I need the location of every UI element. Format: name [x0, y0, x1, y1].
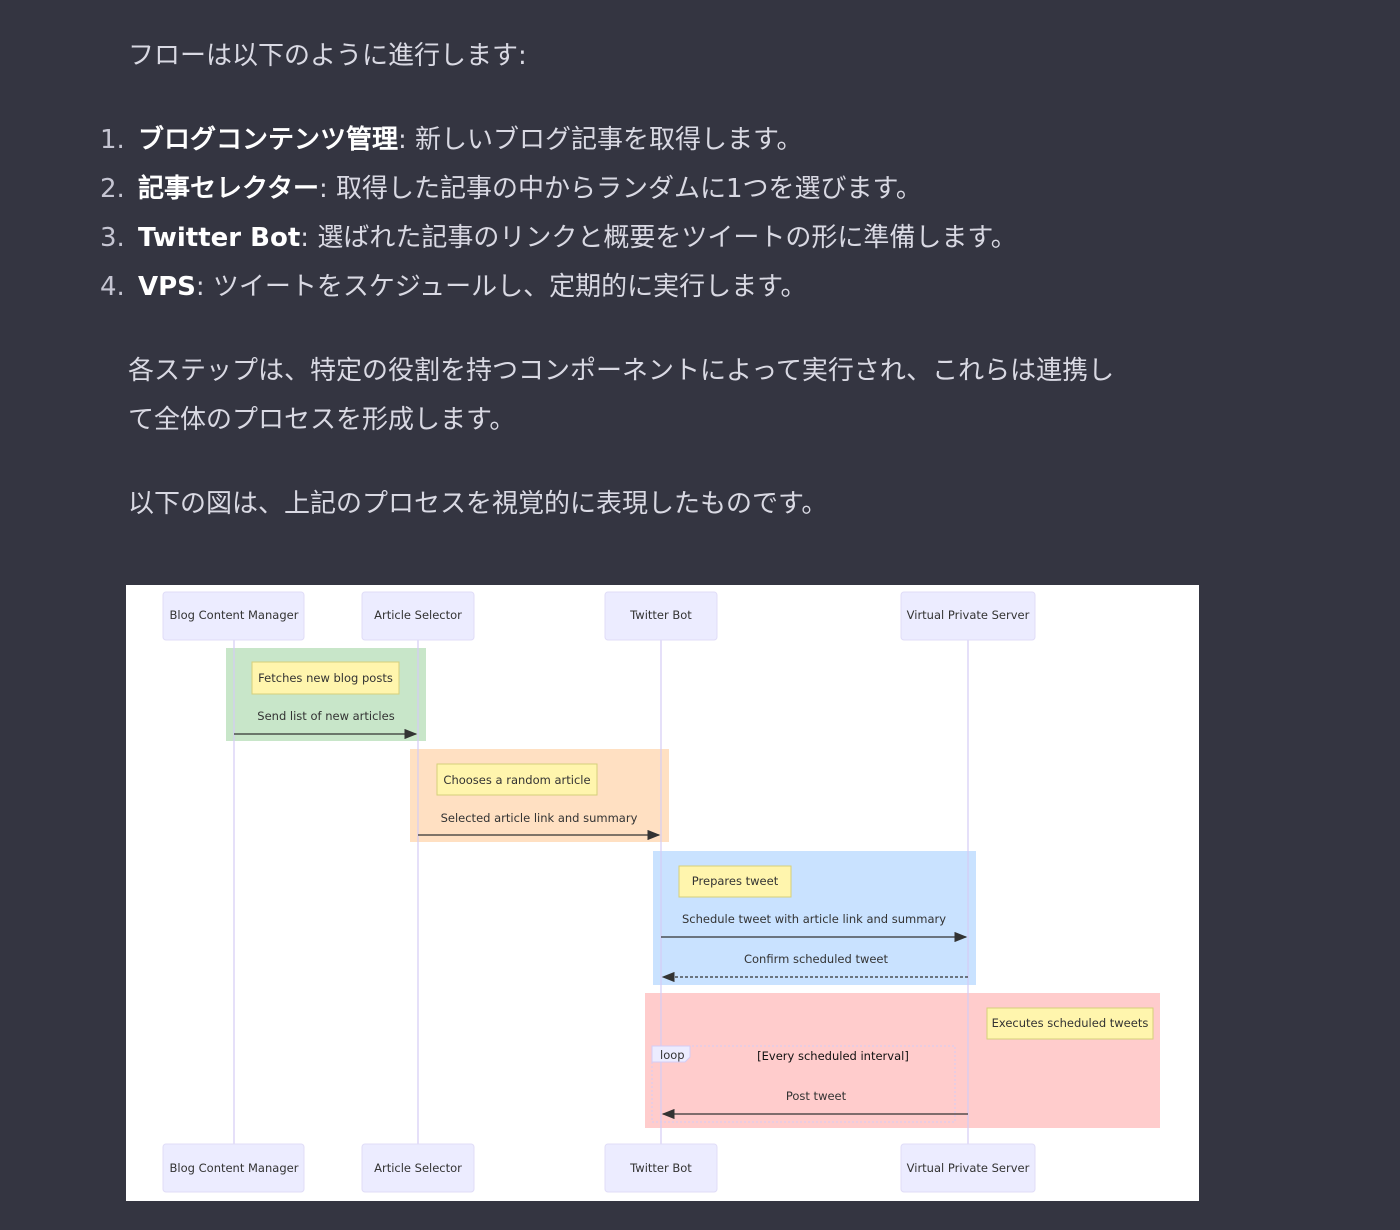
- item-number: 2.: [100, 174, 125, 204]
- actor-bottom-twitter-bot: Twitter Bot: [629, 1161, 692, 1175]
- item-number: 1.: [100, 125, 125, 155]
- item-desc: : ツイートをスケジュールし、定期的に実行します。: [195, 272, 807, 302]
- actor-top-article-selector: Article Selector: [374, 608, 462, 622]
- loop-condition: [Every scheduled interval]: [757, 1049, 909, 1063]
- steps-list: 1. ブログコンテンツ管理: 新しいブログ記事を取得します。 2. 記事セレクター:…: [100, 116, 1017, 312]
- list-item: 2. 記事セレクター: 取得した記事の中からランダムに1つを選びます。: [100, 165, 1017, 214]
- actor-bottom-blog-content-manager: Blog Content Manager: [170, 1161, 299, 1175]
- diagram-intro: 以下の図は、上記のプロセスを視覚的に表現したものです。: [128, 489, 828, 519]
- list-item: 3. Twitter Bot: 選ばれた記事のリンクと概要をツイートの形に準備しま…: [100, 214, 1017, 263]
- actor-bottom-article-selector: Article Selector: [374, 1161, 462, 1175]
- note-executes: Executes scheduled tweets: [992, 1016, 1149, 1030]
- msg-send-list: Send list of new articles: [257, 709, 394, 723]
- item-desc: : 取得した記事の中からランダムに1つを選びます。: [318, 174, 922, 204]
- sequence-diagram: Blog Content Manager Article Selector Tw…: [126, 585, 1199, 1201]
- msg-post-tweet: Post tweet: [786, 1089, 847, 1103]
- msg-confirm: Confirm scheduled tweet: [744, 952, 889, 966]
- actor-top-vps: Virtual Private Server: [907, 608, 1030, 622]
- note-fetches: Fetches new blog posts: [258, 671, 393, 685]
- list-item: 1. ブログコンテンツ管理: 新しいブログ記事を取得します。: [100, 116, 1017, 165]
- note-prepares: Prepares tweet: [692, 874, 779, 888]
- note-chooses: Chooses a random article: [443, 773, 590, 787]
- item-title: ブログコンテンツ管理: [138, 125, 399, 155]
- msg-schedule-tweet: Schedule tweet with article link and sum…: [682, 912, 946, 926]
- intro-text: フローは以下のように進行します:: [128, 41, 527, 71]
- item-title: Twitter Bot: [138, 223, 301, 253]
- item-title: VPS: [138, 272, 196, 302]
- summary-line-1: 各ステップは、特定の役割を持つコンポーネントによって実行され、これらは連携し: [128, 356, 1115, 386]
- item-number: 3.: [100, 223, 125, 253]
- actor-bottom-vps: Virtual Private Server: [907, 1161, 1030, 1175]
- actor-top-twitter-bot: Twitter Bot: [629, 608, 692, 622]
- item-number: 4.: [100, 272, 125, 302]
- msg-selected-article: Selected article link and summary: [441, 811, 638, 825]
- item-desc: : 選ばれた記事のリンクと概要をツイートの形に準備します。: [300, 223, 1017, 253]
- item-desc: : 新しいブログ記事を取得します。: [398, 125, 803, 155]
- actor-top-blog-content-manager: Blog Content Manager: [170, 608, 299, 622]
- loop-frame: [651, 1045, 956, 1123]
- item-title: 記事セレクター: [138, 174, 319, 204]
- summary-line-2: て全体のプロセスを形成します。: [128, 405, 516, 435]
- list-item: 4. VPS: ツイートをスケジュールし、定期的に実行します。: [100, 263, 1017, 312]
- loop-label: loop: [660, 1048, 685, 1062]
